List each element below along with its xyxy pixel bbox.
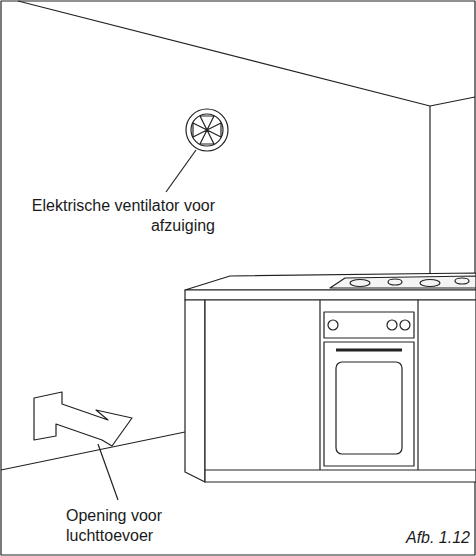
part-label: Elektrische ventilator voor afzuiging (30, 196, 215, 236)
leader-line (98, 444, 118, 500)
fan-housing (186, 109, 228, 151)
floor-edge (1, 432, 185, 470)
fan-ring (191, 114, 223, 146)
oven-knob (400, 320, 410, 330)
cabinet-front (205, 300, 476, 482)
oven-window (336, 362, 402, 454)
plinth (205, 469, 476, 470)
cooktop (330, 276, 476, 288)
ceiling-edge (18, 1, 430, 106)
oven-knob (387, 320, 397, 330)
oven-panel (324, 312, 414, 338)
countertop-edge (185, 290, 476, 300)
cabinet-divider (319, 300, 320, 470)
cabinet-divider (417, 300, 418, 470)
figure-number: Afb. 1.12 (380, 528, 470, 548)
part-label: Opening voor luchttoevoer (66, 506, 206, 546)
leader-line (166, 150, 196, 192)
oven-handle (336, 349, 402, 352)
fan-blades (193, 116, 221, 144)
wall-corner (429, 106, 430, 276)
cabinet-side (185, 300, 205, 482)
burner (420, 280, 440, 287)
oven-knob (328, 320, 338, 330)
air-inlet-arrow (34, 392, 132, 446)
burner (388, 279, 402, 285)
ceiling-edge (430, 97, 475, 106)
burner (455, 278, 469, 284)
oven-door (324, 342, 414, 466)
countertop (185, 273, 476, 290)
burner (350, 280, 370, 287)
